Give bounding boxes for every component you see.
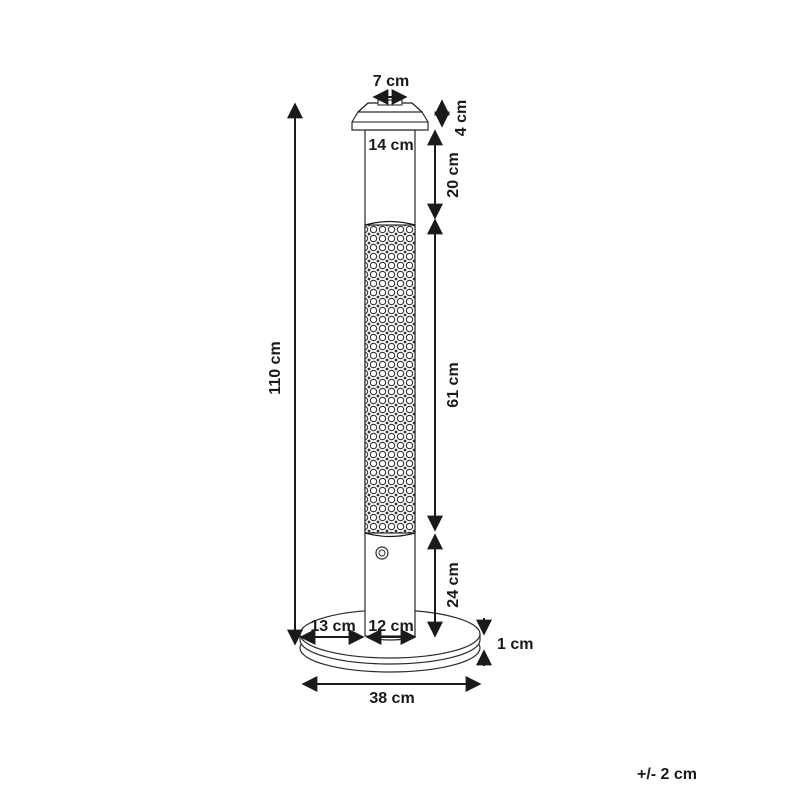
upper-section-label: 20 cm [445, 152, 462, 197]
top-width-label: 7 cm [373, 73, 409, 90]
heater-column [364, 129, 416, 637]
tolerance-note: +/- 2 cm [637, 766, 697, 783]
column-width-label: 12 cm [368, 618, 413, 635]
power-switch-icon [375, 546, 389, 560]
base-diameter-label: 38 cm [369, 690, 414, 707]
top-height-label: 4 cm [453, 100, 470, 136]
top-cap [351, 99, 429, 131]
base-overhang-label: 13 cm [310, 618, 355, 635]
lower-section-label: 24 cm [445, 562, 462, 607]
dimension-lines [287, 89, 492, 692]
element-section-label: 61 cm [445, 362, 462, 407]
heating-element-mesh [364, 224, 416, 534]
total-height-label: 110 cm [267, 341, 284, 394]
base-thickness-label: 1 cm [497, 636, 533, 653]
body-width-label: 14 cm [368, 137, 413, 154]
